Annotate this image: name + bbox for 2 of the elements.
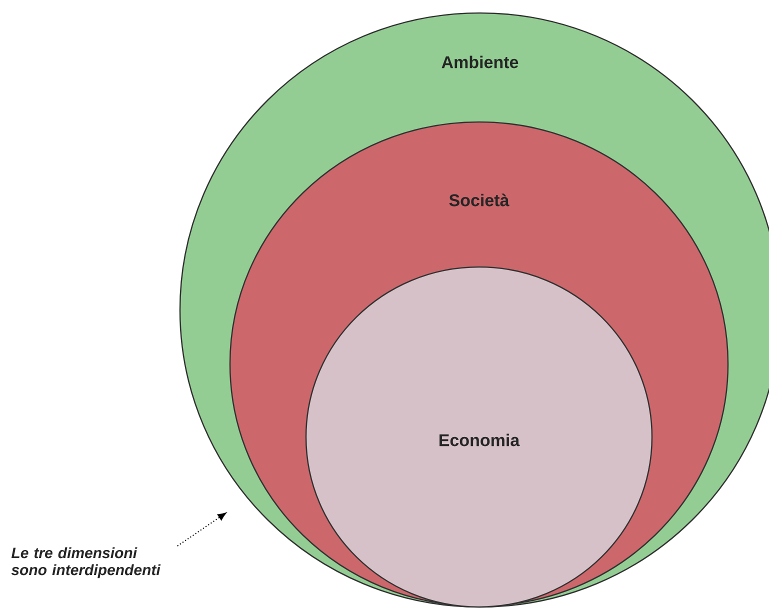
- arrow: [177, 512, 226, 546]
- note-text: Le tre dimensioni sono interdipendenti: [11, 547, 161, 578]
